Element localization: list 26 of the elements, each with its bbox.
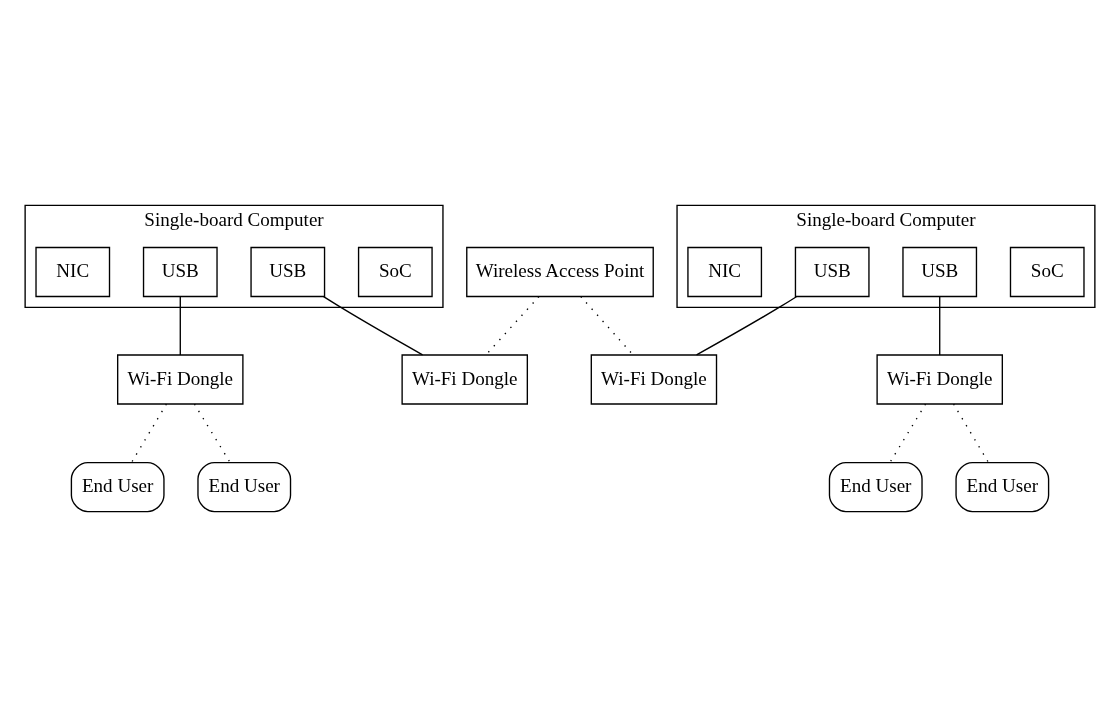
node-box: End User (197, 461, 292, 512)
node-box: NIC (687, 246, 763, 297)
node-box: USB (794, 246, 870, 297)
connector (952, 403, 990, 463)
connector (695, 295, 798, 356)
connector (193, 403, 231, 463)
node-box: USB (902, 246, 978, 297)
node-box: SoC (357, 246, 433, 297)
node-box: Wi-Fi Dongle (401, 353, 528, 405)
connector (322, 295, 424, 355)
node-box: Wireless Access Point (466, 246, 654, 297)
node-box: Wi-Fi Dongle (876, 353, 1003, 405)
node-box: NIC (35, 246, 111, 297)
connector (939, 295, 941, 356)
node-box: End User (70, 461, 165, 512)
node-box: SoC (1009, 246, 1085, 297)
node-box: End User (955, 461, 1050, 512)
connector (130, 403, 168, 463)
node-box: End User (828, 461, 923, 512)
connector (580, 295, 634, 356)
node-box: Wi-Fi Dongle (590, 353, 718, 405)
connector (889, 403, 927, 463)
node-box: USB (142, 246, 218, 297)
connector (179, 295, 181, 356)
node-box: Wi-Fi Dongle (117, 353, 244, 405)
node-box: USB (250, 246, 326, 297)
